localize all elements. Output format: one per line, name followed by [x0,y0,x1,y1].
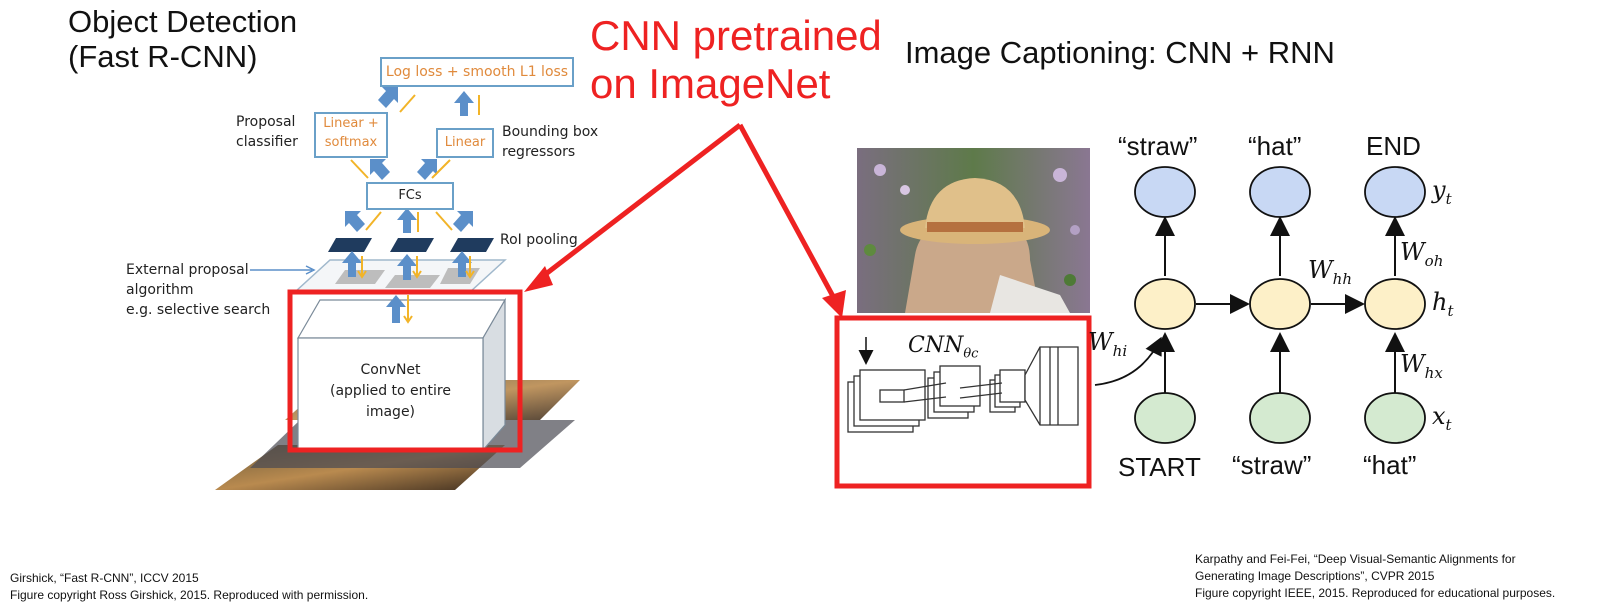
y-t-main: y [1432,176,1446,204]
convnet-label: ConvNet (applied to entire image) [298,360,483,423]
x-t-sub: t [1445,415,1452,434]
external-line2: algorithm [126,282,194,298]
h-t-sub: t [1447,301,1454,320]
left-title: Object Detection (Fast R-CNN) [68,4,297,74]
center-callout-line1: CNN pretrained [590,12,882,59]
convnet-box [296,297,507,452]
cnn-subscript: θc [963,346,979,362]
input-word-3: “hat” [1363,450,1417,480]
hidden-node [1134,278,1196,330]
callout-arrows [536,123,838,302]
y-t-sub: t [1445,189,1452,208]
w-hx-label: Whx [1400,350,1443,382]
footer-right-line1: Karpathy and Fei-Fei, “Deep Visual-Seman… [1195,552,1516,566]
bbox-regressors-label: Bounding box regressors [502,122,598,162]
w-oh-label: Woh [1400,238,1443,270]
highlight-box-left [287,289,523,453]
linear-softmax-line1: Linear + [323,116,379,131]
proposal-classifier-line2: classifier [236,134,298,150]
input-word-1: START [1118,452,1201,482]
external-line1: External proposal [126,262,249,278]
footer-left-line1: Girshick, “Fast R-CNN”, ICCV 2015 [10,571,199,585]
rnn-graph [1134,166,1426,444]
hidden-node [1249,278,1311,330]
output-node [1134,166,1196,218]
cnn-label-text: CNN [908,333,964,358]
external-line3: e.g. selective search [126,302,271,318]
x-t-main: x [1432,402,1446,430]
right-title: Image Captioning: CNN + RNN [905,35,1335,70]
w-hx-main: W [1400,350,1425,378]
input-word-2: “straw” [1232,450,1312,480]
h-t-main: h [1432,288,1448,316]
center-callout-line2: on ImageNet [590,60,831,107]
cnn-sketch [847,346,1079,433]
blue-arrows [342,87,474,323]
proposal-classifier-line1: Proposal [236,114,296,130]
convnet-line1: ConvNet [360,362,421,378]
h-t-label: ht [1432,288,1454,320]
output-word-2: “hat” [1248,131,1302,161]
yellow-arrows [350,94,480,324]
w-hi-sub: hi [1112,341,1128,360]
w-oh-sub: oh [1424,251,1444,270]
external-proposal-label: External proposal algorithm e.g. selecti… [126,260,270,320]
convnet-line3: image) [365,404,416,420]
w-hh-label: Whh [1308,256,1352,288]
roi-pooling-label: RoI pooling [500,232,578,248]
footer-right-line2: Generating Image Descriptions”, CVPR 201… [1195,569,1435,583]
input-node [1134,392,1196,444]
input-node [1364,392,1426,444]
w-oh-main: W [1400,238,1425,266]
roi-square [328,238,372,252]
fcs-box: FCs [366,182,454,210]
center-callout: CNN pretrained on ImageNet [590,12,882,108]
footer-left-line2: Figure copyright Ross Girshick, 2015. Re… [10,588,369,602]
linear-softmax-line2: softmax [324,135,378,150]
w-hx-sub: hx [1424,363,1443,382]
highlight-box-right [834,315,1092,489]
hidden-node [1364,278,1426,330]
roi-square [450,238,494,252]
proposal-classifier-label: Proposal classifier [236,112,298,152]
footer-left: Girshick, “Fast R-CNN”, ICCV 2015 Figure… [10,570,368,604]
x-t-label: xt [1432,402,1452,434]
output-node [1364,166,1426,218]
bbox-regressors-line1: Bounding box [502,124,599,140]
footer-right-line3: Figure copyright IEEE, 2015. Reproduced … [1195,586,1556,600]
w-hh-main: W [1308,256,1333,284]
cnn-label: CNNθc [908,333,978,361]
input-node [1249,392,1311,444]
left-title-line2: (Fast R-CNN) [68,39,258,74]
output-word-3: END [1366,131,1421,161]
roi-square [390,238,434,252]
w-hh-sub: hh [1332,269,1352,288]
convnet-line2: (applied to entire [330,383,451,399]
output-word-1: “straw” [1118,131,1198,161]
linear-box: Linear [436,128,494,158]
footer-right: Karpathy and Fei-Fei, “Deep Visual-Seman… [1195,551,1555,602]
output-node [1249,166,1311,218]
bbox-regressors-line2: regressors [502,144,576,160]
w-hi-main: W [1088,328,1113,356]
loss-box: Log loss + smooth L1 loss [380,57,574,87]
linear-softmax-box: Linear + softmax [314,112,388,158]
captioning-photo [857,148,1090,313]
left-title-line1: Object Detection [68,4,298,39]
y-t-label: yt [1432,176,1452,208]
w-hi-label: Whi [1088,328,1127,360]
